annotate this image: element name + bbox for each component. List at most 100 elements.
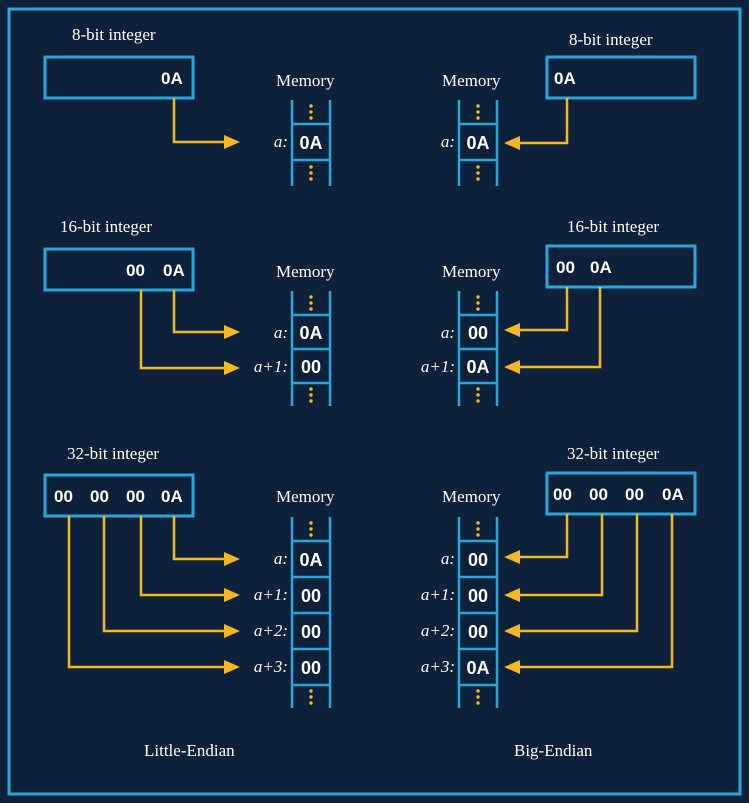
arrowhead-icon: [224, 325, 240, 339]
be-16bit-addr-1: a+1:: [421, 357, 455, 376]
be-16bit-memory-label: Memory: [442, 262, 501, 281]
le-32bit-arrow-byte-0: [67, 516, 225, 669]
be-32bit-byte-2: 00: [625, 485, 644, 504]
be-8bit-example: 8-bit integer 0A Memory a: 0A: [441, 30, 697, 186]
ellipsis-icon: [309, 689, 313, 705]
arrowhead-icon: [504, 136, 520, 150]
be-32bit-byte-0: 00: [553, 485, 572, 504]
le-32bit-byte-2: 00: [126, 487, 145, 506]
arrowhead-icon: [224, 552, 240, 566]
le-32bit-addr-3: a+3:: [254, 657, 288, 676]
be-32bit-cell-3: 0A: [466, 658, 489, 678]
be-8bit-arrow: [519, 98, 569, 145]
be-16bit-memory: a: a+1: 00 0A: [421, 291, 499, 406]
ellipsis-icon: [309, 387, 313, 403]
be-32bit-addr-0: a:: [441, 549, 455, 568]
le-32bit-label: 32-bit integer: [67, 444, 159, 463]
le-16bit-memory: a: a+1: 0A 00: [254, 291, 332, 406]
be-32bit-cell-0: 00: [468, 550, 488, 570]
le-16bit-addr-0: a:: [274, 323, 288, 342]
ellipsis-icon: [309, 521, 313, 537]
arrowhead-icon: [224, 624, 240, 638]
be-32bit-cell-1: 00: [468, 586, 488, 606]
le-32bit-arrow-byte-2: [139, 516, 225, 597]
arrowhead-icon: [224, 660, 240, 674]
ellipsis-icon: [476, 521, 480, 537]
arrowhead-icon: [224, 135, 240, 149]
le-32bit-byte-3: 0A: [161, 487, 183, 506]
le-16bit-byte-0: 00: [126, 261, 145, 280]
le-8bit-cell-0: 0A: [299, 133, 322, 153]
ellipsis-icon: [476, 165, 480, 181]
le-8bit-arrow: [172, 98, 225, 144]
le-8bit-label: 8-bit integer: [72, 25, 156, 44]
le-8bit-example: 8-bit integer 0A Memory a: 0A: [43, 25, 335, 186]
le-32bit-addr-1: a+1:: [254, 585, 288, 604]
be-32bit-memory: a: a+1: a+2: a+3: 00 00 00 0A: [421, 517, 499, 708]
be-32bit-byte-1: 00: [589, 485, 608, 504]
be-16bit-byte-1: 0A: [590, 258, 612, 277]
arrowhead-icon: [504, 550, 520, 564]
le-32bit-cell-3: 00: [301, 658, 321, 678]
le-16bit-register: [43, 247, 195, 292]
be-8bit-label: 8-bit integer: [569, 30, 653, 49]
be-8bit-memory: a: 0A: [441, 100, 499, 186]
le-8bit-memory: a: 0A: [274, 100, 332, 186]
be-8bit-addr-0: a:: [441, 132, 455, 151]
arrowhead-icon: [504, 323, 520, 337]
be-32bit-register: [545, 471, 697, 516]
be-8bit-register: [545, 55, 697, 100]
le-32bit-cell-1: 00: [301, 586, 321, 606]
be-32bit-byte-3: 0A: [662, 485, 684, 504]
le-32bit-addr-0: a:: [274, 549, 288, 568]
be-8bit-byte-0: 0A: [554, 69, 576, 88]
le-16bit-cell-0: 0A: [299, 323, 322, 343]
le-16bit-arrow-byte-0: [139, 290, 225, 370]
ellipsis-icon: [476, 104, 480, 120]
arrowhead-icon: [224, 588, 240, 602]
little-endian-caption: Little-Endian: [144, 741, 235, 760]
le-16bit-label: 16-bit integer: [60, 217, 152, 236]
be-16bit-arrow-byte-1: [519, 287, 602, 369]
be-16bit-byte-0: 00: [556, 258, 575, 277]
le-8bit-memory-label: Memory: [276, 71, 335, 90]
arrowhead-icon: [504, 360, 520, 374]
le-16bit-example: 16-bit integer 00 0A Memory a: a+1: 0A 0…: [43, 217, 335, 406]
arrowhead-icon: [224, 361, 240, 375]
le-32bit-byte-1: 00: [90, 487, 109, 506]
le-16bit-addr-1: a+1:: [254, 357, 288, 376]
be-16bit-register: [545, 244, 697, 289]
be-32bit-cell-2: 00: [468, 622, 488, 642]
ellipsis-icon: [476, 689, 480, 705]
ellipsis-icon: [476, 387, 480, 403]
le-8bit-addr-0: a:: [274, 132, 288, 151]
be-32bit-arrow-byte-3: [519, 514, 674, 669]
be-32bit-arrow-byte-2: [519, 514, 639, 633]
arrowhead-icon: [504, 660, 520, 674]
be-32bit-addr-3: a+3:: [421, 657, 455, 676]
be-16bit-arrow-byte-0: [519, 287, 569, 332]
le-32bit-memory-label: Memory: [276, 487, 335, 506]
be-16bit-addr-0: a:: [441, 323, 455, 342]
be-32bit-arrow-byte-0: [519, 514, 569, 559]
le-32bit-register: [43, 473, 195, 518]
arrowhead-icon: [504, 624, 520, 638]
arrowhead-icon: [504, 588, 520, 602]
be-32bit-addr-1: a+1:: [421, 585, 455, 604]
ellipsis-icon: [476, 295, 480, 311]
be-16bit-label: 16-bit integer: [567, 217, 659, 236]
le-32bit-arrow-byte-3: [172, 516, 225, 561]
le-32bit-cell-0: 0A: [299, 550, 322, 570]
be-32bit-example: 32-bit integer 00 00 00 0A Memory a: a+1…: [421, 444, 697, 708]
le-32bit-arrow-byte-1: [102, 516, 225, 633]
ellipsis-icon: [309, 295, 313, 311]
be-32bit-arrow-byte-1: [519, 514, 604, 597]
be-16bit-cell-1: 0A: [466, 357, 489, 377]
be-8bit-cell-0: 0A: [466, 133, 489, 153]
ellipsis-icon: [309, 165, 313, 181]
outer-frame: [7, 7, 742, 796]
be-8bit-memory-label: Memory: [442, 71, 501, 90]
ellipsis-icon: [309, 104, 313, 120]
le-32bit-addr-2: a+2:: [254, 621, 288, 640]
